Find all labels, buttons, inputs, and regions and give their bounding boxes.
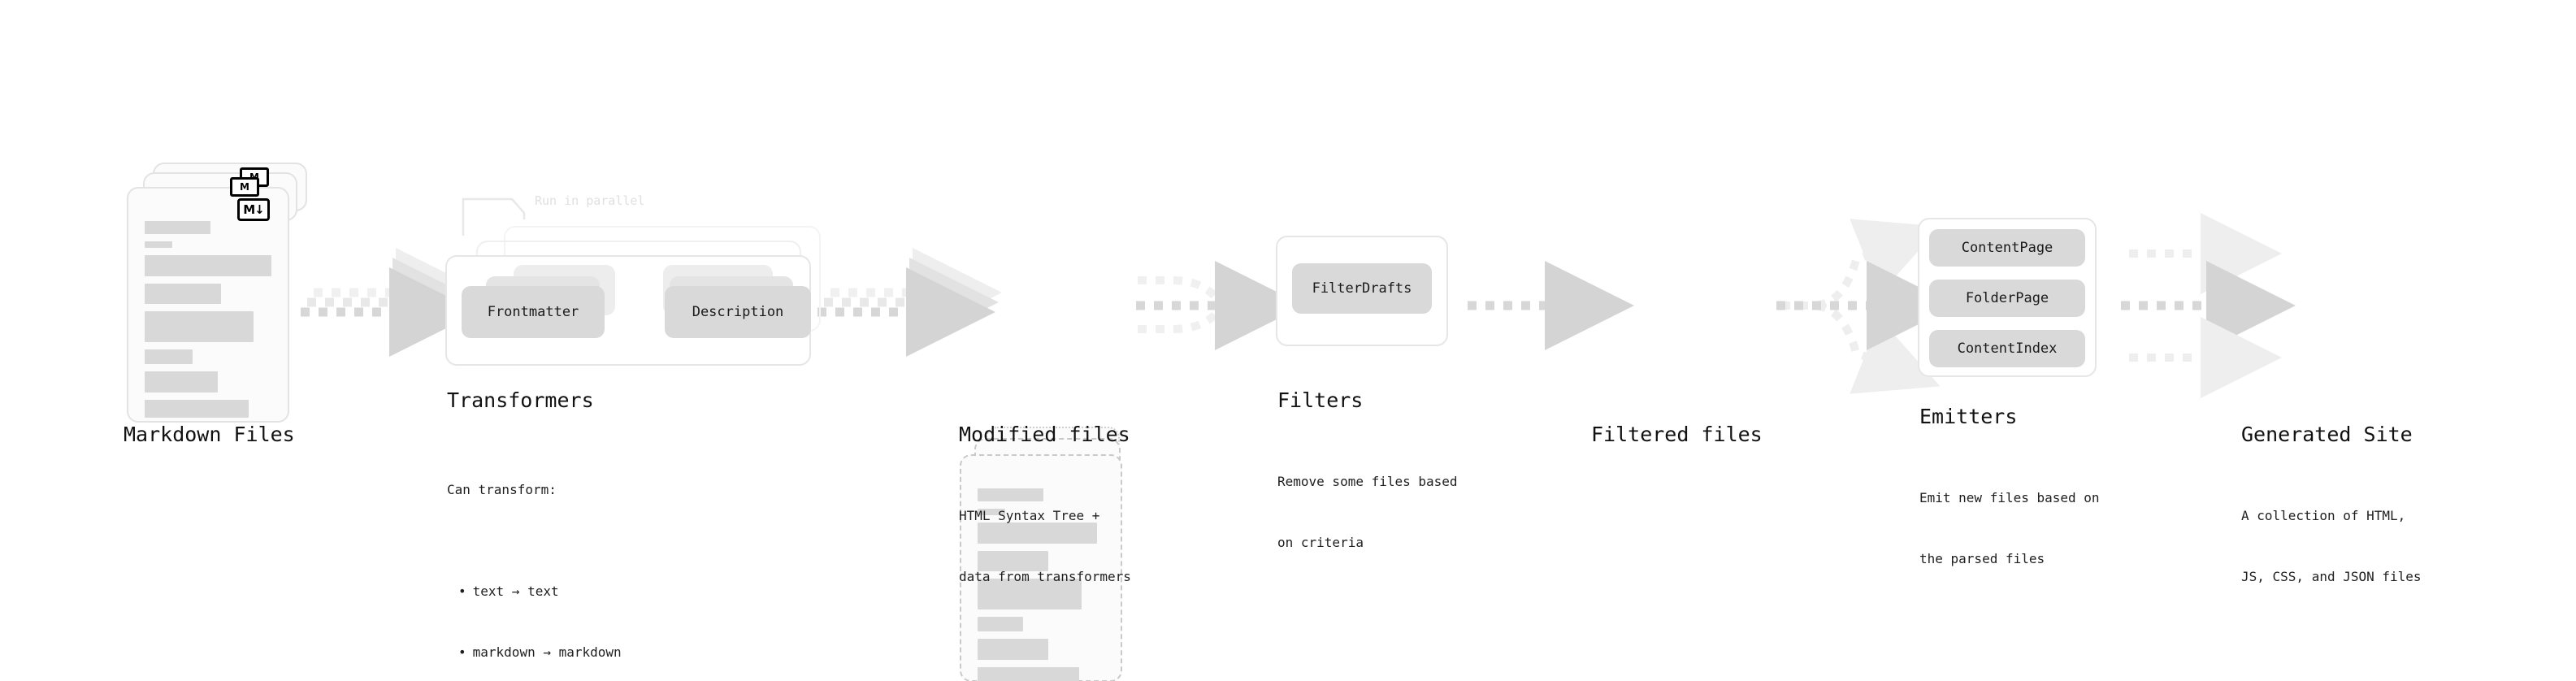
- emitters-caption-line-1: the parsed files: [1919, 551, 2045, 566]
- markdown-badge: M↓: [237, 198, 270, 221]
- site-caption-line-0: A collection of HTML,: [2241, 508, 2406, 523]
- stage-emitters: ContentPage FolderPage ContentIndex: [1918, 218, 2129, 397]
- emitter-pill-folderpage[interactable]: FolderPage: [1929, 280, 2085, 317]
- stage-markdown-files: M M M↓: [122, 163, 317, 423]
- stage-title-markdown-files: Markdown Files: [124, 423, 295, 446]
- markdown-badge-mid: M: [230, 177, 259, 197]
- arrow-emitters-to-site: [2121, 213, 2296, 398]
- arrow-modified-to-filters: [1136, 261, 1304, 350]
- stage-caption-transformers: Can transform: text → text markdown → ma…: [447, 439, 622, 681]
- arrow-filtered-to-emitters: [1776, 219, 1956, 394]
- markdown-sheet-front: [127, 187, 289, 423]
- modified-placeholder-lines: [978, 488, 1104, 681]
- stage-caption-generated-site: A collection of HTML, JS, CSS, and JSON …: [2241, 465, 2422, 627]
- transformers-caption-item-0: text → text: [458, 581, 622, 601]
- filter-pill-filterdrafts[interactable]: FilterDrafts: [1292, 263, 1432, 314]
- emitter-pill-contentindex[interactable]: ContentIndex: [1929, 330, 2085, 367]
- stage-title-modified-files: Modified files: [959, 423, 1130, 446]
- modified-caption-line-0: HTML Syntax Tree +: [959, 508, 1100, 523]
- site-caption-line-1: JS, CSS, and JSON files: [2241, 569, 2422, 584]
- transformer-pill-frontmatter[interactable]: Frontmatter: [462, 286, 605, 338]
- stage-caption-emitters: Emit new files based on the parsed files: [1919, 447, 2100, 609]
- filters-caption-line-1: on criteria: [1277, 535, 1364, 550]
- emitters-caption-line-0: Emit new files based on: [1919, 490, 2100, 505]
- run-in-parallel-text: Run in parallel: [535, 193, 645, 208]
- transformer-pill-description[interactable]: Description: [665, 286, 811, 338]
- modified-sheet-front: [960, 454, 1122, 681]
- stage-modified-files: [955, 427, 1150, 681]
- modified-caption-line-1: data from transformers: [959, 569, 1131, 584]
- stage-title-generated-site: Generated Site: [2241, 423, 2413, 446]
- stage-title-filtered-files: Filtered files: [1591, 423, 1763, 446]
- stage-filters: FilterDrafts: [1276, 236, 1471, 382]
- stage-transformers: Frontmatter Description: [439, 187, 845, 366]
- stage-caption-modified-files: HTML Syntax Tree + data from transformer…: [959, 465, 1131, 627]
- emitter-pill-contentpage[interactable]: ContentPage: [1929, 229, 2085, 267]
- stage-title-emitters: Emitters: [1919, 405, 2018, 428]
- transformers-caption-heading: Can transform:: [447, 482, 557, 497]
- stage-title-filters: Filters: [1277, 388, 1364, 412]
- stage-caption-filters: Remove some files based on criteria: [1277, 431, 1458, 593]
- markdown-placeholder-lines: [145, 221, 271, 425]
- transformers-caption-item-1: markdown → markdown: [458, 642, 622, 662]
- filters-caption-line-0: Remove some files based: [1277, 474, 1458, 489]
- stage-title-transformers: Transformers: [447, 388, 594, 412]
- transformers-caption-list: text → text markdown → markdown html → h…: [447, 540, 622, 681]
